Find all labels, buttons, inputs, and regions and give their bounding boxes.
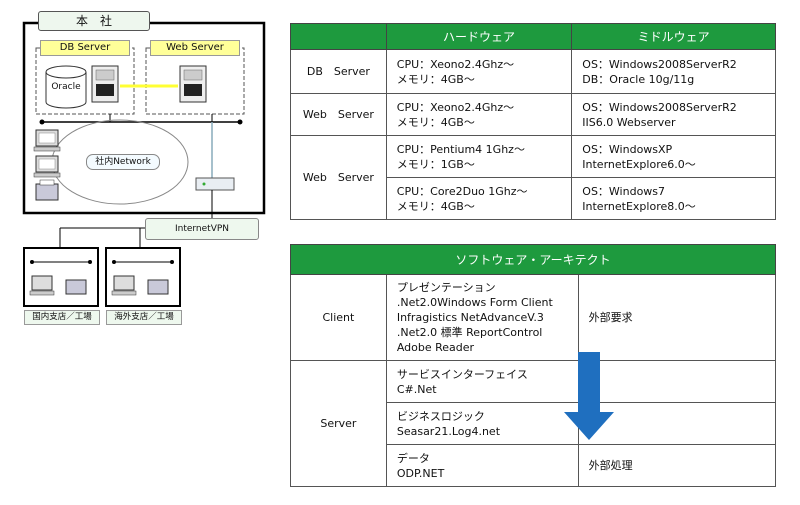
software-table-title: ソフトウェア・アーキテクト	[290, 244, 776, 275]
middleware-spec: OS：WindowsXP InternetExplore6.0～	[571, 135, 776, 178]
headquarters-title: 本 社	[38, 11, 150, 31]
software-spec: InternetExplore8.0～	[582, 199, 696, 213]
layer-name: サービスインターフェイス	[396, 367, 528, 381]
server-name: Web Server	[290, 93, 387, 136]
layer-tech: C#.Net	[396, 382, 437, 396]
memory-spec: メモリ：4GB～	[396, 115, 475, 129]
table-row: Web Server CPU：Xeono2.4Ghz～ メモリ：4GB～ OS：…	[290, 93, 776, 136]
list-item: Infragistics NetAdvanceV.3	[396, 311, 544, 324]
hardware-spec: CPU：Pentium4 1Ghz～ メモリ：1GB～	[385, 135, 573, 178]
table-row: Web Server CPU：Pentium4 1Ghz～ メモリ：1GB～ O…	[290, 135, 776, 220]
memory-spec: メモリ：4GB～	[396, 72, 475, 86]
pc-icon	[33, 155, 61, 178]
middleware-spec: OS：Windows2008ServerR2 IIS6.0 Webserver	[571, 93, 776, 136]
server-name: Web Server	[290, 135, 387, 220]
server-layer: データ ODP.NET	[385, 444, 579, 487]
table-header-row: ハードウェア ミドルウェア	[290, 23, 776, 50]
layer-name: データ	[396, 451, 430, 465]
os-spec: OS：Windows2008ServerR2	[582, 100, 737, 114]
table-row: データ ODP.NET 外部処理	[291, 444, 777, 487]
hardware-spec: CPU：Xeono2.4Ghz～ メモリ：4GB～	[385, 49, 573, 94]
router-icon	[195, 177, 235, 191]
table-row: DB Server CPU：Xeono2.4Ghz～ メモリ：4GB～ OS：W…	[290, 49, 776, 94]
os-spec: OS：WindowsXP	[582, 142, 673, 156]
memory-spec: メモリ：4GB～	[396, 199, 475, 213]
middleware-spec: OS：Windows7 InternetExplore8.0～	[571, 177, 776, 220]
list-item: Adobe Reader	[396, 341, 475, 354]
software-spec: IIS6.0 Webserver	[582, 115, 676, 129]
server-layer: サービスインターフェイス C#.Net	[385, 360, 579, 403]
layer-tech: ODP.NET	[396, 466, 445, 480]
table-row: ビジネスロジック Seasar21.Log4.net	[291, 402, 777, 445]
table-header-row: ソフトウェア・アーキテクト	[290, 244, 776, 275]
cpu-spec: CPU：Core2Duo 1Ghz～	[396, 184, 528, 198]
software-spec: DB：Oracle 10g/11g	[582, 72, 695, 86]
pc-icon	[29, 275, 55, 296]
os-spec: OS：Windows7	[582, 184, 666, 198]
hardware-table: ハードウェア ミドルウェア DB Server CPU：Xeono2.4Ghz～…	[290, 23, 776, 220]
software-spec: InternetExplore6.0～	[582, 157, 696, 171]
layer-note	[577, 402, 777, 445]
table-row: Server サービスインターフェイス C#.Net	[290, 360, 777, 487]
table-row: Client プレゼンテーション .Net2.0Windows Form Cli…	[290, 274, 777, 361]
printer-icon	[65, 279, 87, 295]
table-row: CPU：Core2Duo 1Ghz～ メモリ：4GB～ OS：Windows7 …	[291, 177, 776, 220]
server-label: Server	[290, 360, 387, 487]
server-name: DB Server	[290, 49, 387, 94]
pc-icon	[111, 275, 137, 296]
printer-icon	[35, 179, 59, 201]
cpu-spec: CPU：Xeono2.4Ghz～	[396, 100, 515, 114]
vpn-label: InternetVPN	[145, 218, 259, 240]
pc-icon	[33, 129, 61, 152]
list-item: プレゼンテーション	[396, 281, 496, 294]
header-middleware: ミドルウェア	[571, 23, 776, 50]
middleware-spec: OS：Windows2008ServerR2 DB：Oracle 10g/11g	[571, 49, 776, 94]
web-server-label: Web Server	[150, 40, 240, 56]
hardware-spec: CPU：Xeono2.4Ghz～ メモリ：4GB～	[385, 93, 573, 136]
server-layer: ビジネスロジック Seasar21.Log4.net	[385, 402, 579, 445]
db-server-icon	[91, 65, 119, 103]
list-item: .Net2.0Windows Form Client	[396, 296, 553, 309]
web-server-icon	[179, 65, 207, 103]
cpu-spec: CPU：Xeono2.4Ghz～	[396, 57, 515, 71]
printer-icon	[147, 279, 169, 295]
software-table: ソフトウェア・アーキテクト Client プレゼンテーション .Net2.0Wi…	[290, 244, 777, 487]
network-diagram: 本 社 DB Server Web Server Oracle 社内Networ…	[0, 0, 290, 340]
cpu-spec: CPU：Pentium4 1Ghz～	[396, 142, 525, 156]
client-items: プレゼンテーション .Net2.0Windows Form Client Inf…	[385, 274, 579, 361]
memory-spec: メモリ：1GB～	[396, 157, 475, 171]
client-note: 外部要求	[577, 274, 777, 361]
oracle-label: Oracle	[51, 82, 81, 92]
header-hardware: ハードウェア	[385, 23, 573, 50]
list-item: .Net2.0 標準 ReportControl	[396, 326, 543, 339]
db-server-label: DB Server	[40, 40, 130, 56]
os-spec: OS：Windows2008ServerR2	[582, 57, 737, 71]
header-spacer	[290, 23, 387, 50]
layer-tech: Seasar21.Log4.net	[396, 424, 501, 438]
layer-name: ビジネスロジック	[396, 409, 485, 423]
network-label: 社内Network	[86, 154, 160, 170]
branch-overseas-label: 海外支店／工場	[106, 310, 182, 325]
branch-domestic-label: 国内支店／工場	[24, 310, 100, 325]
layer-note: 外部処理	[577, 444, 777, 487]
client-label: Client	[290, 274, 387, 361]
hardware-spec: CPU：Core2Duo 1Ghz～ メモリ：4GB～	[385, 177, 573, 220]
oracle-database-icon	[45, 65, 87, 109]
flow-down-arrow-icon	[564, 352, 614, 440]
